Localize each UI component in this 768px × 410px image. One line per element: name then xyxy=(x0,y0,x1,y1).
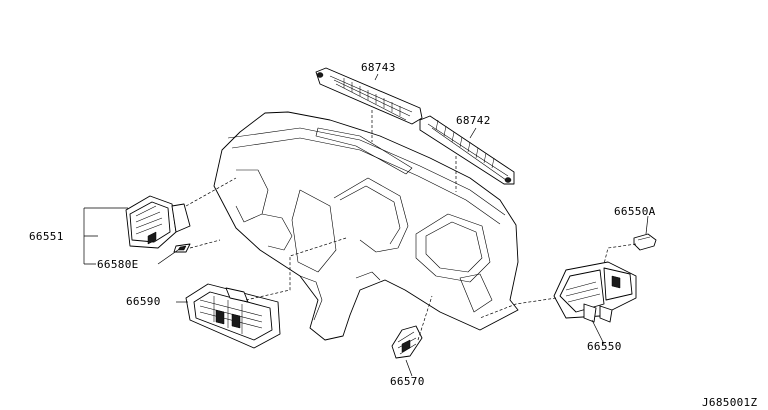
label-68743: 68743 xyxy=(361,61,396,74)
label-66550A: 66550A xyxy=(614,205,656,218)
leader-lines xyxy=(83,73,649,377)
instrument-panel xyxy=(213,111,519,341)
side-vent-66550 xyxy=(553,261,637,323)
figure-code: J685001Z xyxy=(702,396,757,409)
vent-grille-68743 xyxy=(315,67,423,125)
clip-66550A xyxy=(633,233,657,251)
label-66550: 66550 xyxy=(587,340,622,353)
center-vent-66590 xyxy=(185,283,281,349)
label-66551: 66551 xyxy=(29,230,64,243)
label-66580E: 66580E xyxy=(97,258,139,271)
vent-grille-68742 xyxy=(419,115,515,185)
label-68742: 68742 xyxy=(456,114,491,127)
label-66590: 66590 xyxy=(126,295,161,308)
side-vent-66551 xyxy=(125,195,191,249)
part-labels: 68743 68742 66550A 66551 66580E 66590 66… xyxy=(29,61,757,409)
label-66570: 66570 xyxy=(390,375,425,388)
small-vent-66570 xyxy=(391,325,423,359)
